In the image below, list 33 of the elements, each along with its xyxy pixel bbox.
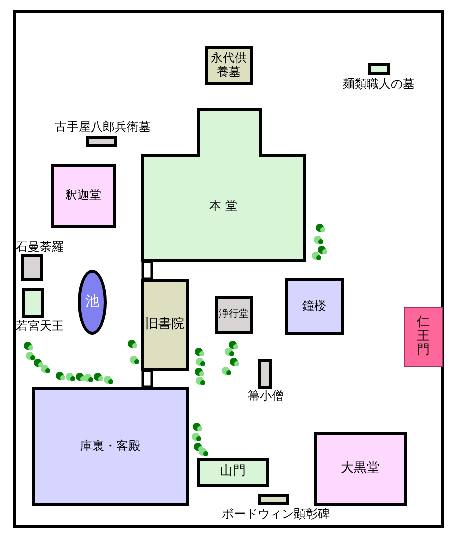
building-name: 鐘楼 xyxy=(302,300,326,314)
building-name: 山門 xyxy=(220,465,246,480)
place-label: 麺類職人の墓 xyxy=(343,78,415,90)
hall-outline xyxy=(141,108,306,262)
marker-box xyxy=(258,359,272,389)
place-label: ボードウィン顕彰碑 xyxy=(222,508,330,520)
building-name: 本 堂 xyxy=(210,200,238,214)
building-name: 永代供養墓 xyxy=(210,52,248,80)
building-name: 池 xyxy=(86,294,100,311)
marker-box xyxy=(21,254,43,281)
building-name: 釈迦堂 xyxy=(66,189,102,203)
building-box xyxy=(314,432,407,506)
marker-box xyxy=(258,494,289,505)
place-label: 箒小僧 xyxy=(248,390,284,402)
building-box xyxy=(205,46,253,85)
building-name: 浄行堂 xyxy=(219,309,249,321)
marker-box xyxy=(86,136,117,147)
place-label: 石曼荼羅 xyxy=(16,241,64,253)
building-name: 旧書院 xyxy=(146,318,184,332)
place-label: 若宮天王 xyxy=(16,320,64,332)
marker-box xyxy=(22,288,44,318)
building-box xyxy=(197,458,269,487)
place-label: 古手屋八郎兵衛墓 xyxy=(55,121,151,133)
building-box xyxy=(141,279,189,371)
marker-box xyxy=(368,63,390,75)
building-box xyxy=(215,296,253,334)
building-box xyxy=(32,387,189,506)
building-name: 仁王門 xyxy=(417,316,430,358)
building-box xyxy=(285,278,344,335)
building-box xyxy=(51,164,116,228)
building-name: 大黒堂 xyxy=(341,462,380,476)
building-box xyxy=(404,307,443,367)
building-name: 庫裏・客殿 xyxy=(80,440,140,454)
